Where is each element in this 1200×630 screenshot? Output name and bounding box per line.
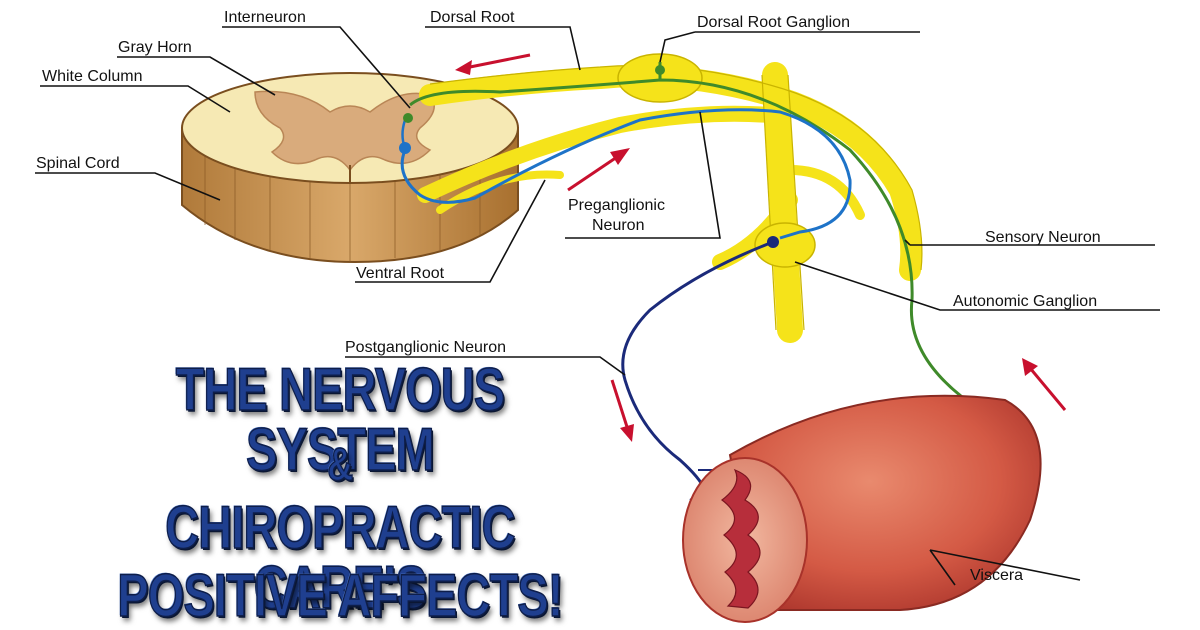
title-line-2: & xyxy=(327,438,354,490)
preganglionic-neuron-fiber xyxy=(400,108,852,240)
title-line-4: POSITIVE AFFECTS! xyxy=(117,562,564,629)
diagram-labels: Interneuron Gray Horn White Column Spina… xyxy=(36,9,1101,584)
label-white-column: White Column xyxy=(42,68,142,85)
nerve-trunk-outline xyxy=(429,64,923,331)
flow-arrows xyxy=(455,53,1067,442)
label-preganglionic-line1: Preganglionic xyxy=(568,197,665,214)
flow-arrow-sensory xyxy=(1022,358,1067,411)
flow-arrow-dorsal xyxy=(455,53,531,75)
interneuron-cell xyxy=(403,113,413,123)
interneuron-fiber xyxy=(401,119,407,149)
gray-horn xyxy=(254,90,435,172)
label-preganglionic-neuron: Preganglionic Neuron xyxy=(568,197,669,234)
label-viscera: Viscera xyxy=(970,567,1023,584)
label-preganglionic-line2: Neuron xyxy=(592,217,644,234)
title-line-3: CHIROPRACTIC CARE’S xyxy=(165,494,516,621)
label-gray-horn: Gray Horn xyxy=(118,39,192,56)
sensory-cell-body xyxy=(655,65,665,75)
label-ventral-root: Ventral Root xyxy=(356,265,445,282)
leader-lines xyxy=(35,26,1160,586)
label-spinal-cord: Spinal Cord xyxy=(36,155,120,172)
flow-arrow-ventral xyxy=(567,148,630,192)
label-dorsal-root: Dorsal Root xyxy=(430,9,515,26)
autonomic-ganglion xyxy=(754,222,816,268)
label-postganglionic-neuron: Postganglionic Neuron xyxy=(345,339,506,356)
label-sensory-neuron: Sensory Neuron xyxy=(985,229,1101,246)
viscera xyxy=(682,394,1042,623)
label-dorsal-root-ganglion: Dorsal Root Ganglion xyxy=(697,14,850,31)
flow-arrow-postganglionic xyxy=(610,379,634,442)
label-autonomic-ganglion: Autonomic Ganglion xyxy=(953,293,1097,310)
label-interneuron: Interneuron xyxy=(224,9,306,26)
postganglionic-neuron-fiber xyxy=(621,240,774,491)
title-line-1: THE NERVOUS SYSTEM xyxy=(175,356,506,483)
